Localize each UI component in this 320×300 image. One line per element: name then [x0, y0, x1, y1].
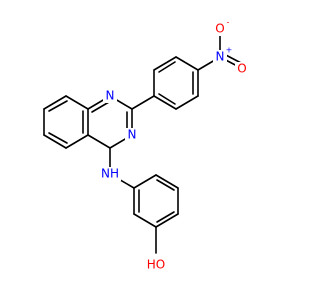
molecule-structure: N N NH N + O - O HO — [43, 17, 249, 272]
bond — [133, 213, 157, 228]
bond — [175, 95, 199, 110]
bond — [87, 134, 111, 149]
atom-nitro-o-minus-charge: - — [227, 18, 230, 27]
atom-nitro-n-label: N — [216, 50, 225, 64]
bond — [156, 179, 175, 191]
bond — [48, 132, 68, 144]
bond — [156, 211, 175, 223]
bond — [48, 100, 68, 112]
bond — [153, 95, 177, 110]
bond — [91, 101, 110, 113]
atom-nh-label: NH — [101, 167, 119, 181]
bond — [153, 56, 177, 71]
bond — [155, 174, 179, 189]
atom-nitro-o-minus-label: O — [215, 22, 224, 36]
bond — [65, 95, 89, 110]
bond — [65, 134, 89, 149]
atom-n1-label: N — [106, 89, 115, 103]
bond-layer — [43, 30, 244, 254]
atom-hydroxyl-label: HO — [147, 258, 165, 272]
bond — [133, 174, 157, 189]
atom-nitro-o-label: O — [237, 62, 246, 76]
bond — [158, 61, 176, 73]
bond — [175, 56, 199, 71]
bond — [155, 213, 179, 228]
atom-n3-label: N — [128, 128, 137, 142]
bond — [131, 95, 155, 110]
bond — [43, 95, 67, 110]
bond — [158, 93, 176, 105]
atom-nitro-n-charge: + — [226, 46, 233, 55]
bond — [43, 134, 67, 149]
atom-label-layer: N N NH N + O - O HO — [99, 18, 249, 272]
